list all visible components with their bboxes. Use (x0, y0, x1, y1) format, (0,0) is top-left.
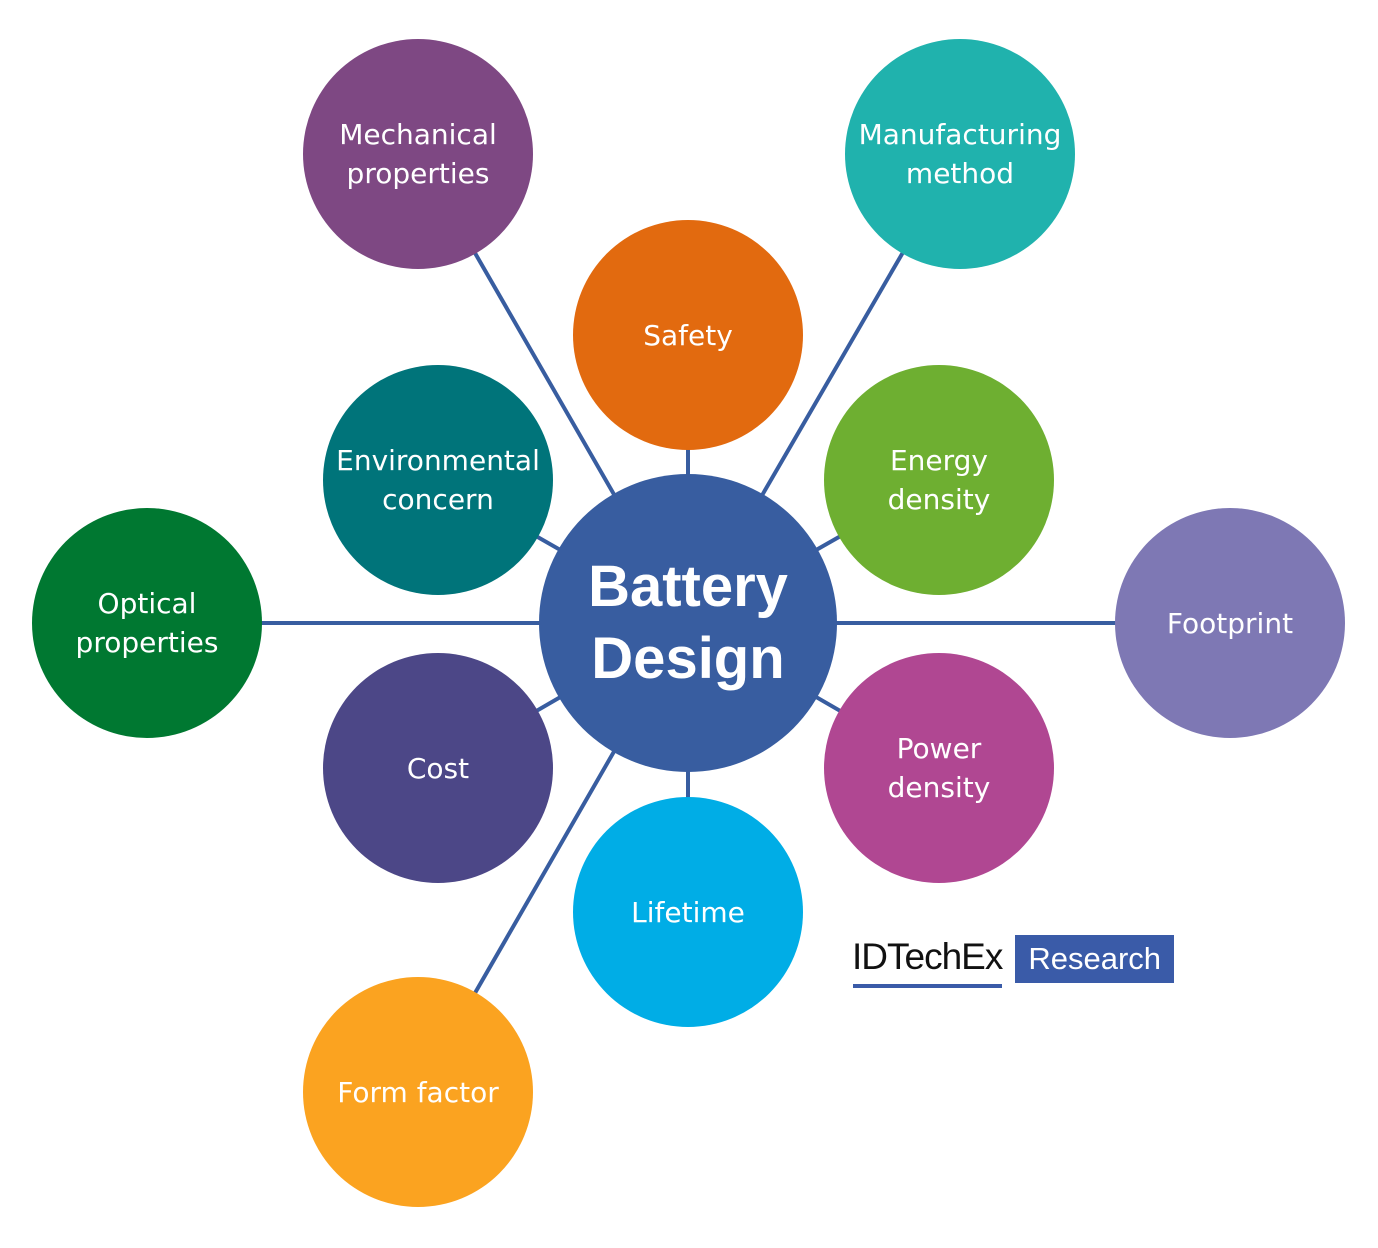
center-label: Battery Design (588, 554, 788, 691)
node-cost: Cost (323, 653, 553, 883)
node-label: Environmental concern (336, 444, 540, 516)
logo-research-tag: Research (1015, 935, 1175, 983)
idtechex-logo: IDTechEx Research (852, 934, 1175, 988)
node-label: Mechanical properties (339, 118, 497, 190)
node-manufacturing-method: Manufacturing method (845, 39, 1075, 269)
node-label: Cost (406, 751, 470, 785)
node-optical-properties: Optical properties (32, 508, 262, 738)
node-power-density: Power density (824, 653, 1054, 883)
node-mechanical-properties: Mechanical properties (303, 39, 533, 269)
node-label: Power density (887, 732, 991, 804)
node-safety: Safety (573, 220, 803, 450)
node-lifetime: Lifetime (573, 797, 803, 1027)
node-label: Safety (643, 318, 733, 352)
node-label: Form factor (337, 1075, 499, 1109)
node-label: Optical properties (75, 587, 219, 659)
node-energy-density: Energy density (824, 365, 1054, 595)
node-footprint: Footprint (1115, 508, 1345, 738)
node-label: Manufacturing method (858, 118, 1062, 190)
node-form-factor: Form factor (303, 977, 533, 1207)
node-label: Energy density (887, 444, 991, 516)
node-label: Lifetime (631, 895, 745, 929)
node-environmental-concern: Environmental concern (323, 365, 553, 595)
center-node-battery-design: Battery Design (539, 474, 837, 772)
logo-brand: IDTechEx (852, 936, 1003, 988)
node-label: Footprint (1166, 606, 1294, 640)
